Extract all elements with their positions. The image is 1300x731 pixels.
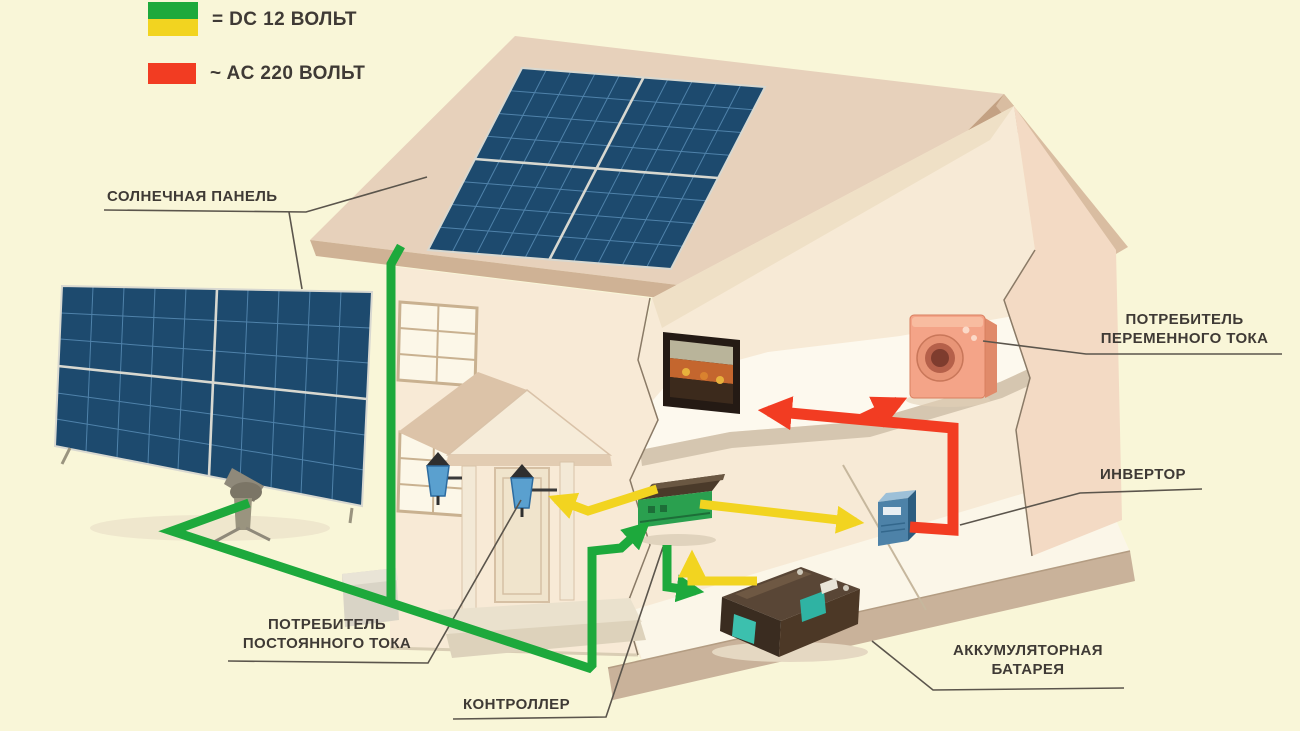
washing-machine	[906, 314, 997, 407]
dc-consumer-label: ПОТРЕБИТЕЛЬ ПОСТОЯННОГО ТОКА	[222, 615, 432, 653]
porch-lantern-icon	[510, 464, 557, 517]
roof-solar-array	[428, 68, 765, 269]
dc-consumer-label-line1: ПОТРЕБИТЕЛЬ	[267, 616, 387, 633]
leader-lines	[103, 176, 1282, 720]
arrow-dc-battery-to-controller	[678, 549, 757, 586]
arrow-dc-controller-to-inverter	[699, 499, 865, 534]
ac-consumer-label: ПОТРЕБИТЕЛЬ ПЕРЕМЕННОГО ТОКА	[1082, 310, 1287, 348]
arrow-ac-to-washer	[857, 396, 908, 428]
porch-post-right	[559, 461, 575, 601]
ac-consumer-label-line2: ПЕРЕМЕННОГО ТОКА	[1100, 330, 1269, 347]
wire-dc-roof-to-junction	[386, 243, 405, 605]
controller-label: КОНТРОЛЛЕР	[463, 696, 570, 713]
battery-label-line1: АККУМУЛЯТОРНАЯ	[953, 642, 1103, 659]
legend-swatch-dc-yellow	[148, 19, 198, 36]
arrow-dc-controller-to-lamp	[548, 484, 659, 519]
ceiling-underside	[652, 106, 1014, 328]
torn-edge-gable	[1003, 249, 1036, 557]
battery-label: АККУМУЛЯТОРНАЯ БАТАРЕЯ	[928, 641, 1128, 679]
wiring	[158, 243, 959, 674]
tv	[663, 332, 740, 414]
dc-consumer-label-line2: ПОСТОЯННОГО ТОКА	[242, 635, 412, 652]
gable-wall	[1004, 106, 1122, 556]
porch-roof-slope	[398, 372, 527, 455]
legend-swatch-ac-red	[148, 63, 196, 84]
solar-panel-label: СОЛНЕЧНАЯ ПАНЕЛЬ	[107, 188, 278, 205]
ground-floor-slab	[608, 551, 1135, 700]
ground-solar-array	[53, 284, 374, 544]
inverter-unit	[878, 490, 916, 546]
window-upper	[396, 300, 479, 388]
legend-swatch-dc-green	[148, 2, 198, 19]
battery-label-line2: БАТАРЕЯ	[991, 661, 1065, 678]
wall-lantern-icon	[426, 452, 462, 505]
battery-unit	[712, 567, 868, 662]
controller-unit	[638, 474, 725, 546]
inverter-label: ИНВЕРТОР	[1100, 466, 1186, 483]
ac-consumer-label-line1: ПОТРЕБИТЕЛЬ	[1125, 311, 1244, 328]
porch	[398, 372, 646, 658]
legend-dc-label: = DC 12 ВОЛЬТ	[212, 9, 357, 30]
legend-ac-label: ~ AC 220 ВОЛЬТ	[210, 63, 366, 84]
arrow-dc-controller-to-battery	[662, 545, 705, 603]
wire-dc-ground-to-controller	[158, 498, 651, 674]
upper-floor-slab	[640, 344, 1085, 466]
